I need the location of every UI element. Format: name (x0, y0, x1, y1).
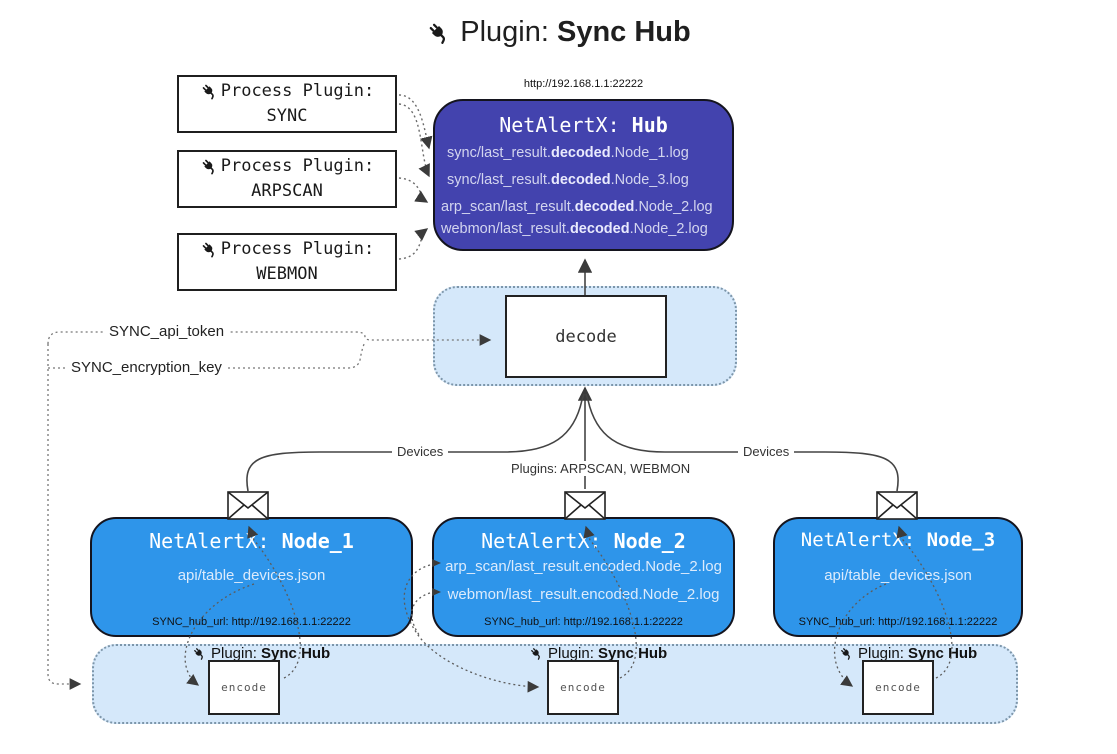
process-plugin-label: Process Plugin: (220, 239, 375, 260)
hub-log-line: webmon/last_result.decoded.Node_2.log (441, 221, 708, 237)
page-title-text: Plugin: Sync Hub (460, 16, 691, 48)
envelope-icon (227, 491, 918, 520)
node-3-file: api/table_devices.json (824, 567, 972, 584)
plug-icon (426, 20, 452, 46)
decode-box: decode (505, 295, 667, 378)
hub-title: NetAlertX: Hub (499, 113, 668, 137)
plug-icon (200, 82, 219, 101)
encode-box-2: encode (547, 660, 619, 715)
page-title: Plugin: Sync Hub (0, 16, 1117, 49)
node-2-box: NetAlertX: Node_2 arp_scan/last_result.e… (432, 517, 735, 637)
hub-box: NetAlertX: Hub sync/last_result.decoded.… (433, 99, 734, 251)
node-1-box: NetAlertX: Node_1 api/table_devices.json… (90, 517, 413, 637)
plug-icon (839, 646, 854, 661)
hub-log-line: sync/last_result.decoded.Node_1.log (447, 145, 689, 161)
sync-api-token-label: SYNC_api_token (104, 323, 230, 340)
hub-log-line: sync/last_result.decoded.Node_3.log (447, 172, 689, 188)
node-1-file: api/table_devices.json (177, 567, 326, 584)
devices-label-left: Devices (392, 444, 449, 459)
plugins-label: Plugins: ARPSCAN, WEBMON (506, 461, 696, 476)
sync-encryption-key-label: SYNC_encryption_key (66, 359, 227, 376)
process-plugin-label: Process Plugin: (220, 81, 375, 102)
plug-icon (200, 240, 219, 259)
plug-icon (529, 646, 544, 661)
node-2-hub-url: SYNC_hub_url: http://192.168.1.1:22222 (484, 616, 683, 628)
process-plugin-name: WEBMON (256, 264, 318, 284)
node-3-hub-url: SYNC_hub_url: http://192.168.1.1:22222 (798, 616, 998, 628)
devices-label-right: Devices (738, 444, 795, 459)
node-1-hub-url: SYNC_hub_url: http://192.168.1.1:22222 (152, 616, 351, 628)
node-2-title: NetAlertX: Node_2 (481, 529, 686, 553)
plug-icon (192, 646, 207, 661)
process-plugin-label: Process Plugin: (220, 156, 375, 177)
hub-log-line: arp_scan/last_result.decoded.Node_2.log (441, 199, 713, 215)
process-plugin-name: SYNC (266, 106, 308, 126)
process-plugin-sync: Process Plugin: SYNC (177, 75, 397, 133)
node-3-box: NetAlertX: Node_3 api/table_devices.json… (773, 517, 1023, 637)
node-1-title: NetAlertX: Node_1 (149, 529, 354, 553)
plug-icon (200, 157, 219, 176)
node-3-title: NetAlertX: Node_3 (800, 529, 996, 551)
process-plugin-webmon: Process Plugin: WEBMON (177, 233, 397, 291)
node-2-file: webmon/last_result.encoded.Node_2.log (447, 586, 720, 603)
process-plugin-name: ARPSCAN (251, 181, 323, 201)
encode-box-1: encode (208, 660, 280, 715)
node-2-file: arp_scan/last_result.encoded.Node_2.log (445, 558, 722, 575)
process-plugin-arpscan: Process Plugin: ARPSCAN (177, 150, 397, 208)
encode-box-3: encode (862, 660, 934, 715)
hub-url: http://192.168.1.1:22222 (523, 78, 644, 90)
